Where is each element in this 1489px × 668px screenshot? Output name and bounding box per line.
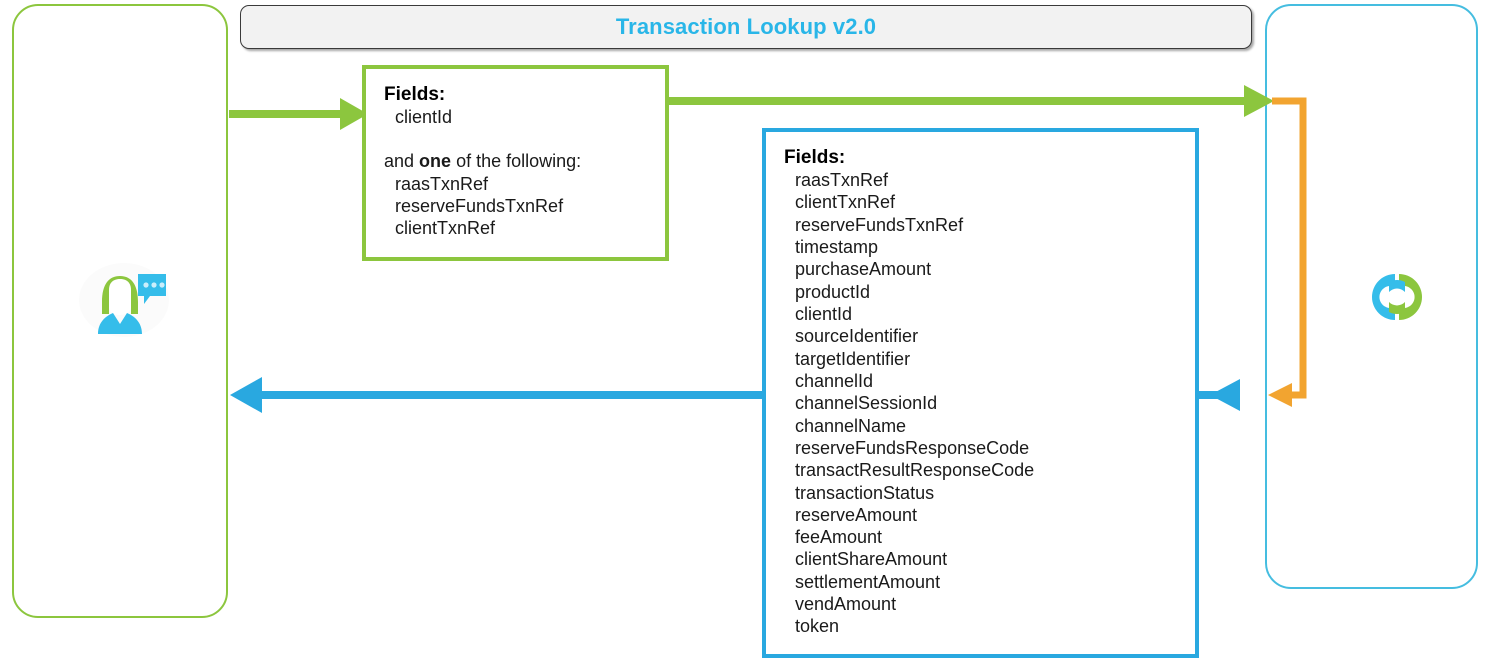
response-field: clientTxnRef: [795, 192, 896, 213]
response-field: reserveAmount: [795, 504, 918, 525]
diagram-title-bar: Transaction Lookup v2.0: [240, 5, 1252, 49]
request-alternative: reserveFundsTxnRef: [395, 196, 564, 217]
request-field: clientId: [395, 107, 453, 128]
request-fields-heading: Fields:: [384, 84, 446, 105]
request-spacer: [384, 128, 665, 150]
response-field: token: [795, 616, 840, 637]
response-field: transactionStatus: [795, 482, 935, 503]
response-field: channelSessionId: [795, 393, 938, 414]
person-with-chat-bubble-icon: [78, 262, 170, 338]
response-field: settlementAmount: [795, 571, 941, 592]
response-field: feeAmount: [795, 527, 883, 548]
response-field: clientShareAmount: [795, 549, 948, 570]
request-arrow-actor-to-box: [229, 98, 368, 130]
lane-client-actor: [12, 4, 228, 618]
response-field: transactResultResponseCode: [795, 460, 1035, 481]
request-note-suffix: of the following:: [451, 151, 582, 172]
response-field: productId: [795, 281, 871, 302]
response-field: channelId: [795, 370, 874, 391]
request-alternative: raasTxnRef: [395, 173, 489, 194]
response-field: reserveFundsResponseCode: [795, 437, 1030, 458]
response-field: sourceIdentifier: [795, 326, 919, 347]
response-field: raasTxnRef: [795, 170, 889, 191]
response-field: targetIdentifier: [795, 348, 911, 369]
request-note: and one of the following:: [384, 150, 665, 172]
response-field: channelName: [795, 415, 907, 436]
lane-service: [1265, 4, 1478, 589]
response-field: reserveFundsTxnRef: [795, 214, 964, 235]
request-alternative: clientTxnRef: [395, 218, 496, 239]
response-fields-heading: Fields:: [784, 147, 846, 168]
response-field: vendAmount: [795, 594, 897, 615]
request-fields-box: Fields: clientId and one of the followin…: [362, 65, 669, 261]
response-field: clientId: [795, 304, 853, 325]
response-field: purchaseAmount: [795, 259, 932, 280]
request-arrow-box-to-service: [669, 85, 1274, 117]
request-note-prefix: and: [384, 151, 420, 172]
request-note-bold: one: [419, 151, 452, 172]
interlocked-rings-logo-icon: [1337, 262, 1457, 332]
response-field: timestamp: [795, 237, 879, 258]
diagram-title: Transaction Lookup v2.0: [615, 14, 877, 39]
